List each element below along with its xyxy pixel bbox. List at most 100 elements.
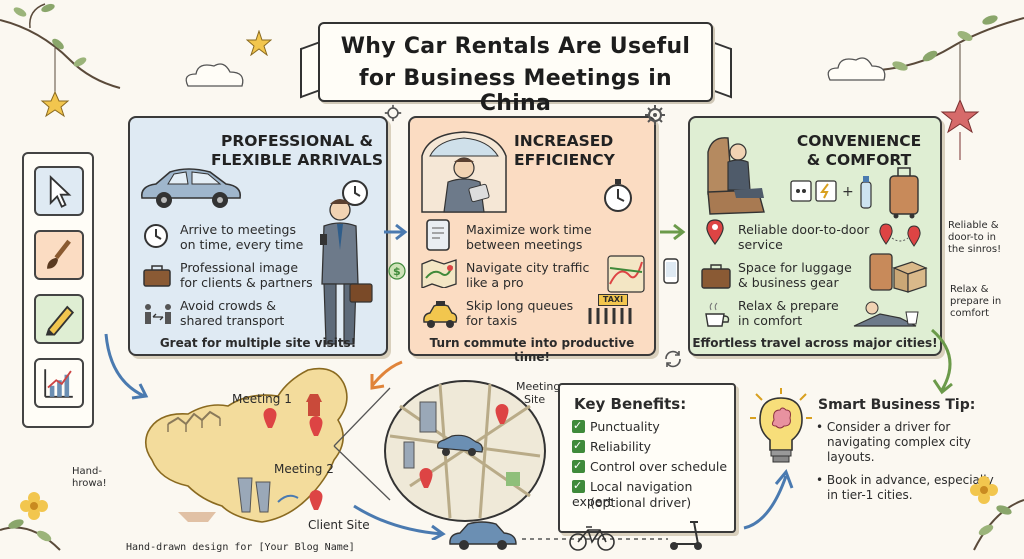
panel-1-item-3-line-1: Avoid crowds & — [180, 298, 277, 313]
panel-1-item-2-line-1: Professional image — [180, 260, 299, 275]
panel-1-title: PROFESSIONAL & FLEXIBLE ARRIVALS — [208, 132, 386, 170]
panel-increased-efficiency: INCREASED EFFICIENCY Maximize work time … — [408, 116, 656, 364]
title-line-1: Why Car Rentals Are Useful — [340, 34, 691, 59]
check-icon — [572, 438, 585, 453]
panel-3-item-1-line-1: Reliable door-to-door — [738, 222, 870, 237]
sedan-car-icon — [140, 168, 242, 208]
map-label-meeting-2: Meeting 2 — [274, 462, 334, 476]
route-arrow-bottom — [353, 504, 446, 540]
cloud-decoration — [185, 63, 244, 87]
check-icon — [572, 418, 585, 433]
bicycle-icon — [569, 526, 615, 551]
passenger-seat-illustration — [707, 137, 765, 215]
blue-car-icon — [449, 521, 517, 550]
map-pins-icon — [879, 223, 921, 247]
relaxing-person-illustration — [853, 301, 919, 327]
wall-clock-icon — [342, 180, 368, 206]
map-label-meeting-1: Meeting 1 — [232, 392, 292, 406]
check-icon — [572, 478, 585, 493]
cursor-icon — [49, 175, 72, 208]
benefit-item-label: Local navigation expert — [572, 479, 693, 509]
side-note-left-line-2: hrowa! — [72, 478, 107, 489]
panel-1-item-1-line-2: on time, every time — [180, 237, 304, 252]
tablet-icon — [426, 219, 450, 251]
businessman-figure — [320, 199, 373, 345]
panel-1-item-3-line-2: shared transport — [180, 313, 285, 328]
side-note-right-1-line-2: door-to in — [948, 232, 996, 243]
panel-3-item-2: Space for luggage & business gear — [738, 260, 852, 290]
chart-icon — [44, 369, 73, 398]
panel-1-item-2: Professional image for clients & partner… — [180, 260, 313, 290]
gear-icon-small — [384, 104, 402, 122]
water-bottle-icon — [860, 176, 872, 209]
panel-2-item-1: Maximize work time between meetings — [466, 222, 592, 252]
panel-2-item-1-line-2: between meetings — [466, 237, 583, 252]
luggage-boxes-icon — [869, 253, 928, 293]
panel-2-footer: Turn commute into productive time! — [429, 336, 635, 364]
benefit-item: Local navigation expert — [572, 478, 734, 509]
curved-arrow-orange — [370, 360, 403, 390]
benefit-item-label: Punctuality — [590, 419, 660, 434]
panel-1-item-1-line-1: Arrive to meetings — [180, 222, 296, 237]
dollar-icon: $ — [388, 262, 406, 280]
car-interior-illustration — [421, 131, 507, 213]
panel-1-title-line-2: FLEXIBLE ARRIVALS — [210, 151, 384, 169]
panel-1-title-line-1: PROFESSIONAL & — [221, 132, 373, 150]
meeting-site-line-2: Site — [524, 393, 546, 406]
paintbrush-icon — [47, 239, 71, 269]
brush-tool[interactable] — [34, 230, 84, 280]
side-note-left: Hand- hrowa! — [72, 466, 107, 490]
dotted-route — [522, 538, 668, 540]
meeting-site-line-1: Meeting — [516, 380, 561, 393]
panel-convenience-comfort: CONVENIENCE & COMFORT + Reliable door-to… — [688, 116, 942, 356]
panel-2-item-2-line-2: like a pro — [466, 275, 524, 290]
panel-2-item-3-line-1: Skip long queues — [466, 298, 574, 313]
benefit-item-label: Control over schedule — [590, 459, 728, 474]
taxi-sign-label: TAXI — [598, 294, 628, 306]
pencil-tool[interactable] — [34, 294, 84, 344]
tool-palette — [22, 152, 94, 428]
tip-item-1: • Consider a driver for navigating compl… — [816, 420, 994, 465]
phone-icon — [663, 258, 679, 284]
panel-1-item-2-line-2: for clients & partners — [180, 275, 313, 290]
briefcase-icon — [143, 265, 171, 287]
side-note-right-1-line-1: Reliable & — [948, 220, 999, 231]
svg-text:+: + — [842, 184, 854, 200]
key-benefits-title: Key Benefits: — [574, 395, 687, 413]
bottom-right-flower-decoration — [970, 476, 1024, 551]
panel-1-item-1: Arrive to meetings on time, every time — [180, 222, 303, 252]
star-decoration — [246, 30, 272, 56]
cloud-decoration-right — [827, 57, 886, 81]
taxi-icon — [423, 301, 458, 328]
top-left-branch-decoration — [0, 3, 121, 118]
traffic-map-icon — [607, 255, 645, 293]
chart-tool[interactable] — [34, 358, 84, 408]
pencil-icon — [45, 305, 75, 336]
title-line-2: for Business Meetings in China — [358, 66, 673, 116]
charging-outlet-icon: + — [790, 180, 854, 202]
panel-2-title: INCREASED EFFICIENCY — [514, 132, 624, 170]
benefit-item: Punctuality — [572, 418, 660, 434]
side-note-right-2-line-3: comfort — [950, 308, 990, 319]
benefit-item-label: Reliability — [590, 439, 652, 454]
side-note-left-line-1: Hand- — [72, 466, 102, 477]
cursor-tool[interactable] — [34, 166, 84, 216]
suitcase-icon — [889, 167, 919, 219]
pin-icon — [706, 219, 724, 246]
side-note-right-2-line-2: prepare in — [950, 296, 1002, 307]
tip-item-2: • Book in advance, especially in tier-1 … — [816, 473, 994, 502]
benefit-item: Reliability — [572, 438, 652, 454]
panel-2-item-3-line-2: for taxis — [466, 313, 518, 328]
side-note-right-1-line-3: the sinros! — [948, 244, 1002, 255]
clock-icon — [144, 224, 168, 248]
zoom-lines — [333, 387, 391, 501]
panel-professional-arrivals: PROFESSIONAL & FLEXIBLE ARRIVALS Arrive … — [128, 116, 388, 356]
tip-list: • Consider a driver for navigating compl… — [816, 420, 994, 503]
tip-title: Smart Business Tip: — [818, 397, 976, 413]
top-right-branch-decoration — [879, 15, 1024, 160]
map-label-meeting-site: Meeting Site — [516, 380, 560, 406]
panel-2-item-2-line-1: Navigate city traffic — [466, 260, 590, 275]
tip-item-1-line-3: layouts. — [827, 450, 875, 464]
taxi-queue-sign: TAXI — [586, 294, 638, 324]
panel-3-item-3: Relax & prepare in comfort — [738, 298, 839, 328]
